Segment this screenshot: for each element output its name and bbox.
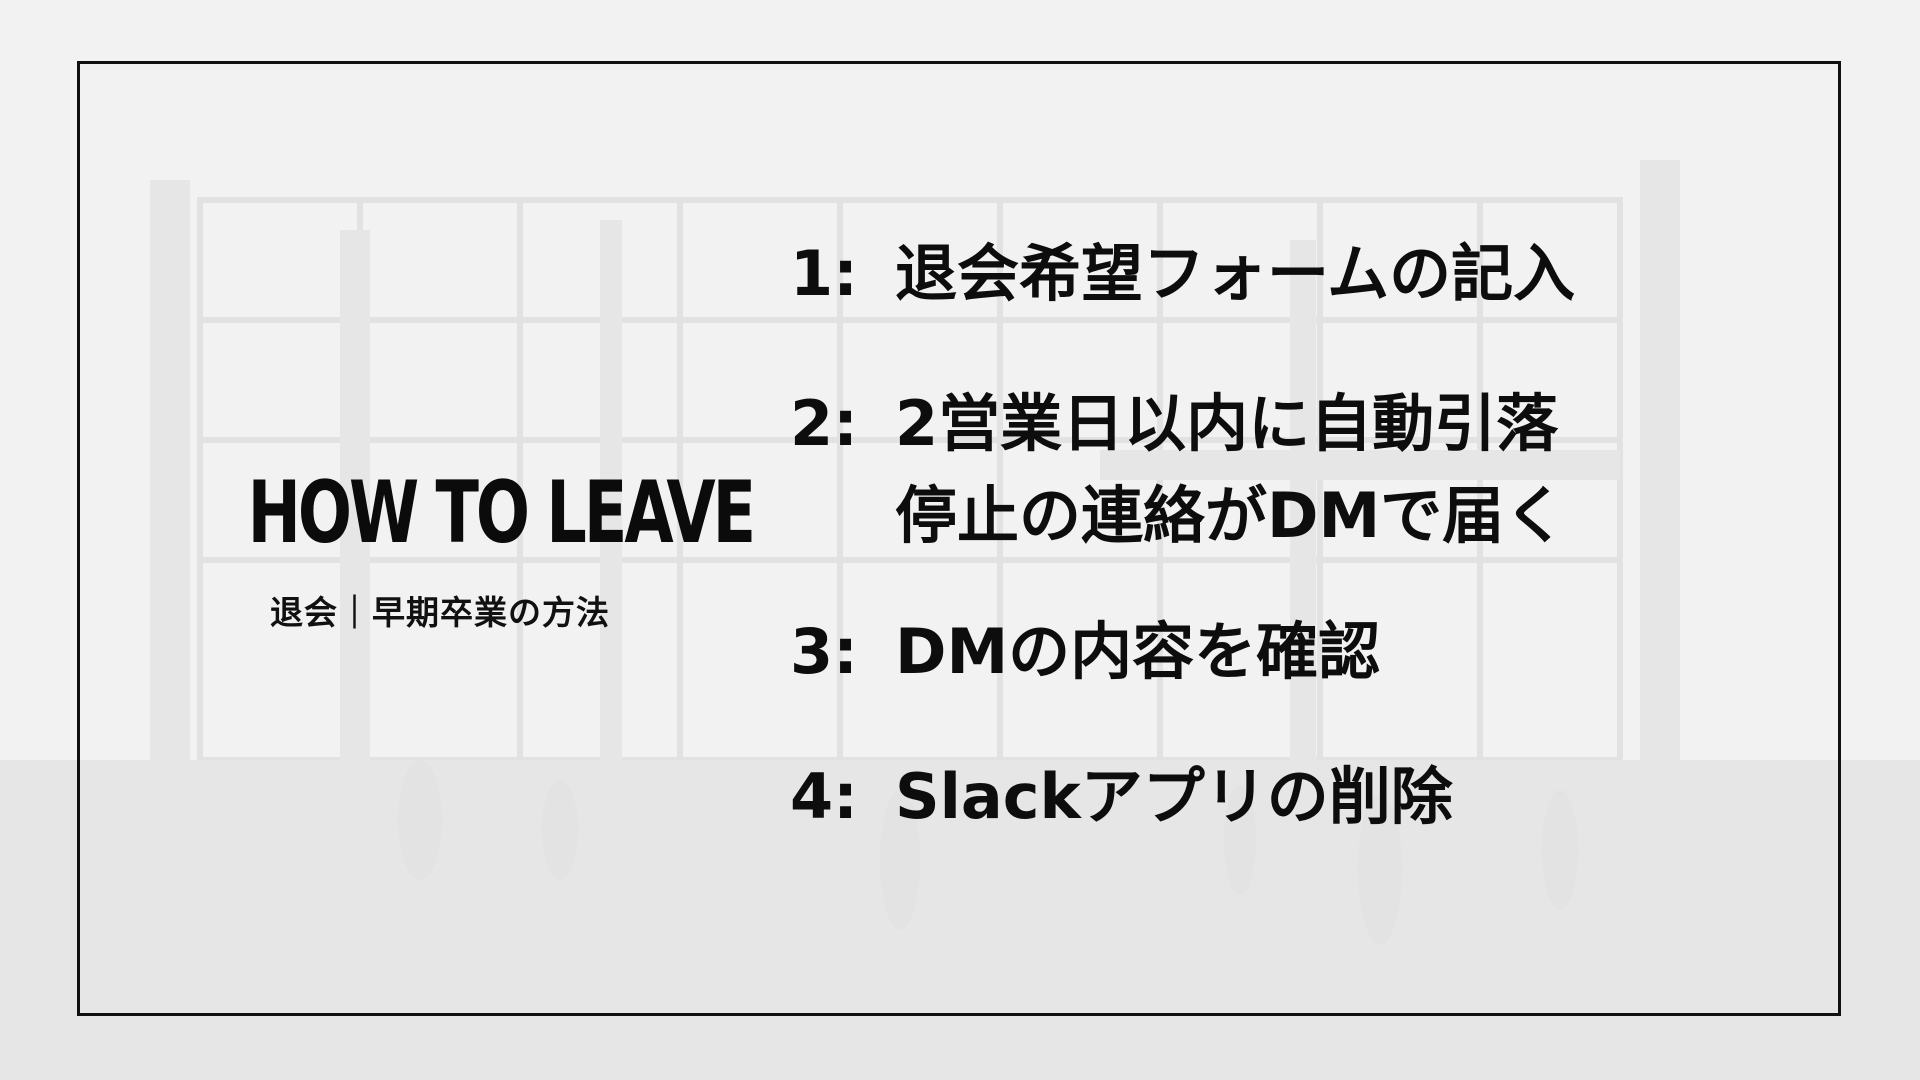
- slide-frame: [77, 61, 1841, 1016]
- step-number: 1:: [790, 237, 858, 310]
- main-title: HOW TO LEAVE: [247, 463, 757, 563]
- step-text: 2営業日以内に自動引落 停止の連絡がDMで届く: [895, 378, 1566, 562]
- step-number: 2:: [790, 387, 858, 460]
- subtitle: 退会｜早期卒業の方法: [270, 593, 610, 632]
- step-item: 1: 退会希望フォームの記入: [790, 228, 1790, 320]
- step-text: DMの内容を確認: [895, 606, 1380, 698]
- step-line: 退会希望フォームの記入: [895, 237, 1576, 310]
- step-text: 退会希望フォームの記入: [895, 228, 1575, 320]
- step-number: 4:: [790, 760, 858, 833]
- step-number: 3:: [790, 615, 858, 688]
- step-line: Slackアプリの削除: [895, 760, 1453, 833]
- steps-list: 1: 退会希望フォームの記入 2: 2営業日以内に自動引落 停止の連絡がDMで届…: [790, 228, 1790, 843]
- step-item: 4: Slackアプリの削除: [790, 751, 1790, 843]
- step-item: 3: DMの内容を確認: [790, 606, 1790, 698]
- step-item: 2: 2営業日以内に自動引落 停止の連絡がDMで届く: [790, 378, 1790, 562]
- title-block: HOW TO LEAVE 退会｜早期卒業の方法: [180, 463, 757, 634]
- step-line: DMの内容を確認: [895, 615, 1381, 688]
- step-line: 停止の連絡がDMで届く: [895, 479, 1567, 552]
- step-text: Slackアプリの削除: [895, 751, 1453, 843]
- step-line: 2営業日以内に自動引落: [895, 387, 1559, 460]
